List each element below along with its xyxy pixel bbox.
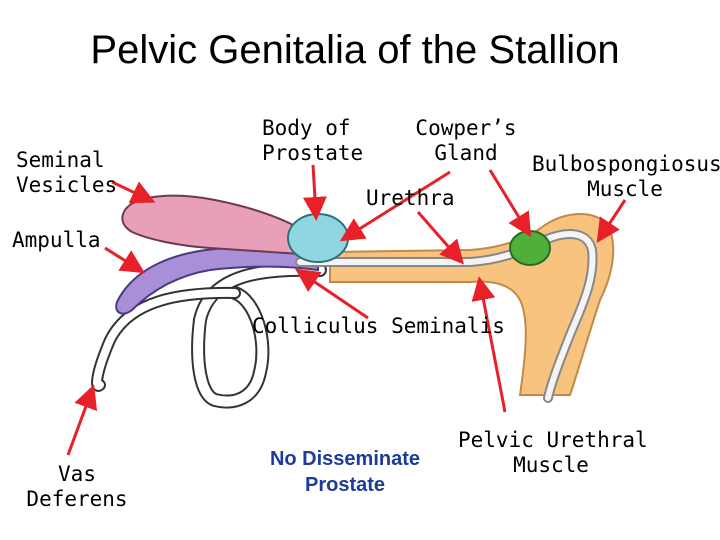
seminal-vesicle	[121, 194, 319, 256]
label-pelvic-urethral-muscle: Pelvic Urethral Muscle	[458, 428, 648, 477]
diagram-title: Pelvic Genitalia of the Stallion	[90, 28, 620, 72]
arrow-vas-deferens	[66, 384, 98, 456]
pelvic-urethral-muscle	[329, 213, 615, 396]
body-of-prostate	[287, 213, 349, 263]
label-vas-deferens: Vas Deferens	[26, 462, 128, 511]
arrow-cowpers-to-green	[488, 169, 532, 238]
arrow-colliculus	[295, 268, 369, 320]
arrow-urethra	[416, 211, 464, 265]
label-ampulla: Ampulla	[12, 228, 101, 252]
label-urethra: Urethra	[366, 186, 455, 210]
arrow-ampulla	[104, 246, 146, 274]
note-no-disseminate-prostate: No Disseminate Prostate	[269, 448, 421, 496]
label-cowpers-gland: Cowper’s Gland	[415, 116, 517, 165]
arrow-bulbospongiosus	[596, 199, 627, 244]
label-seminal-vesicles: Seminal Vesicles	[16, 148, 118, 197]
arrow-body-of-prostate	[302, 164, 327, 221]
label-bulbospongiosus: Bulbospongiosus Muscle	[532, 152, 720, 201]
arrow-cowpers-gland	[339, 170, 451, 242]
arrow-seminal-vesicles	[111, 180, 156, 204]
label-body-of-prostate: Body of Prostate	[262, 116, 364, 165]
ampulla	[115, 246, 319, 315]
label-colliculus-seminalis: Colliculus Seminalis	[252, 314, 505, 338]
cowpers-gland	[509, 230, 551, 266]
arrow-pelvic-urethral	[471, 276, 507, 413]
